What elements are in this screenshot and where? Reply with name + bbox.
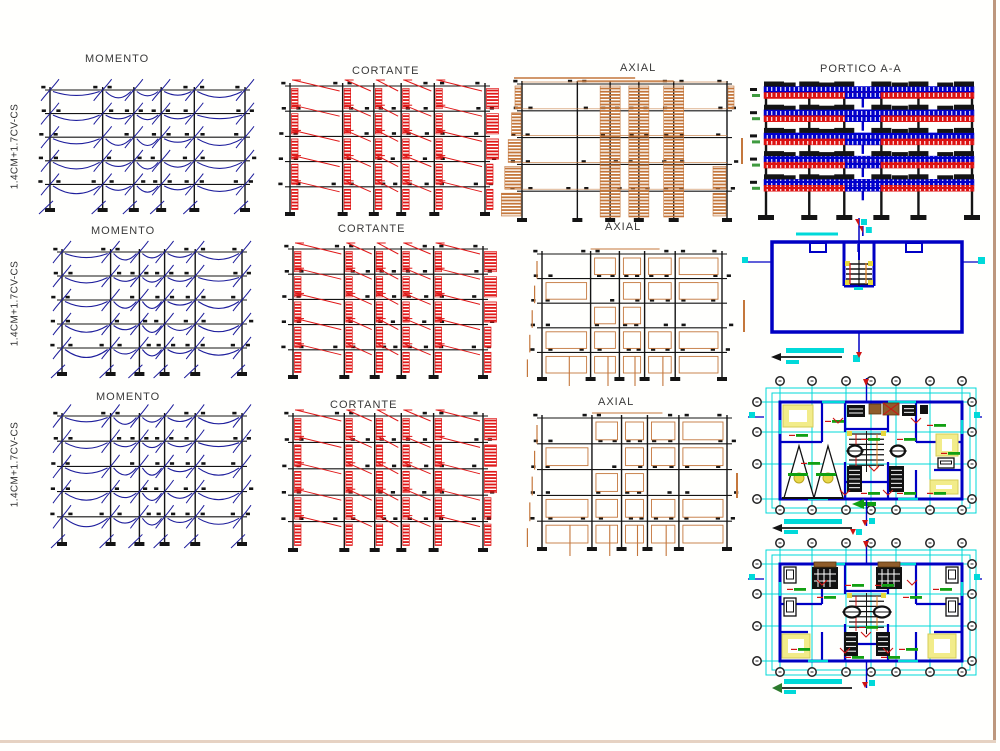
axial-frame-hatched: [501, 77, 739, 222]
axial-frame-linework: [526, 412, 739, 556]
axial-title-3: AXIAL: [598, 396, 635, 408]
load-case-label-3: 1.4CM+1.7CV-CS: [9, 421, 21, 508]
load-case-label-2: 1.4CM+1.7CV-CS: [9, 260, 21, 347]
axial-diagram-3: [526, 412, 739, 556]
floor-plan-typical: [748, 538, 982, 694]
sheet-edge-bottom: [0, 740, 996, 743]
portico-elevation: [750, 81, 980, 236]
moment-frame: [50, 240, 254, 379]
moment-diagram-3: [50, 404, 254, 549]
roof-plan: [742, 218, 985, 364]
cortante-title-3: CORTANTE: [330, 399, 398, 411]
shear-frame: [281, 242, 497, 379]
moment-frame: [50, 404, 254, 549]
axial-title-2: AXIAL: [605, 221, 642, 233]
load-case-label-1: 1.4CM+1.7CV-CS: [9, 103, 21, 190]
cortante-title-1: CORTANTE: [352, 65, 420, 77]
moment-diagram-2: [50, 240, 254, 379]
shear-diagram-3: [281, 409, 497, 552]
axial-title-1: AXIAL: [620, 62, 657, 74]
axial-diagram-1: [501, 77, 739, 222]
roof-plan-drawing: [742, 218, 985, 364]
axial-frame-linework: [526, 248, 734, 386]
cortante-title-2: CORTANTE: [338, 223, 406, 235]
axial-diagram-2: [526, 248, 734, 386]
sheet-edge-right: [993, 0, 996, 743]
portico-title: PORTICO A-A: [820, 63, 902, 75]
shear-diagram-1: [278, 79, 499, 216]
floor-plan-first: [748, 376, 982, 534]
shear-diagram-2: [281, 242, 497, 379]
floor-plan-drawing: [748, 538, 982, 694]
portico-frame: [750, 81, 980, 236]
momento-title-3: MOMENTO: [96, 391, 161, 403]
momento-title-1: MOMENTO: [85, 53, 150, 65]
shear-frame: [278, 79, 499, 216]
shear-frame: [281, 409, 497, 552]
momento-title-2: MOMENTO: [91, 225, 156, 237]
moment-frame: [38, 78, 257, 215]
floor-plan-drawing: [748, 376, 982, 534]
moment-diagram-1: [38, 78, 257, 215]
